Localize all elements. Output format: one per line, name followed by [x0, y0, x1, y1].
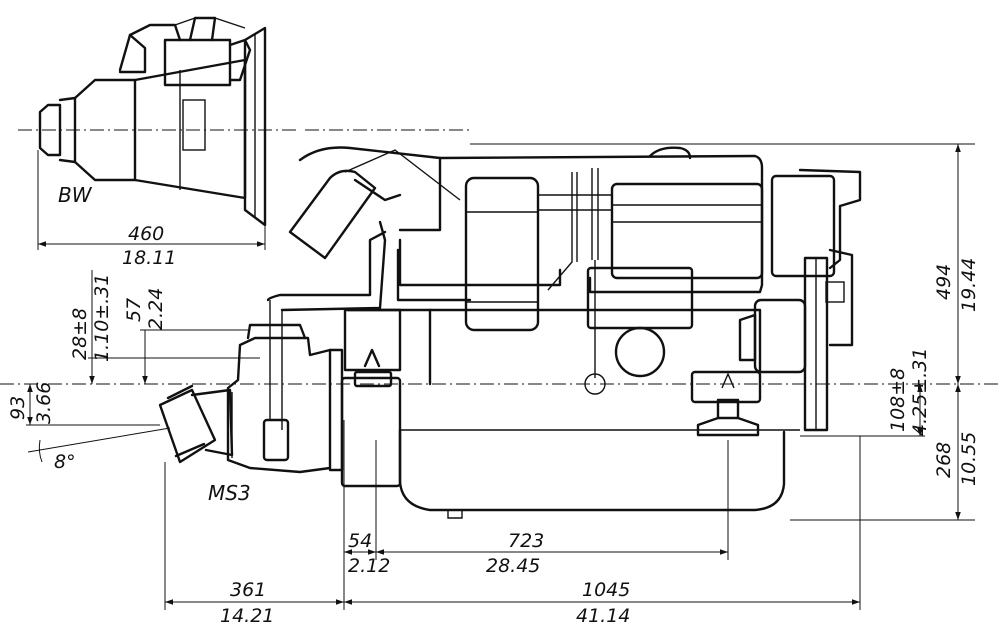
- dim-494-in: 19.44: [958, 258, 980, 312]
- dim-54-in: 2.12: [348, 555, 390, 577]
- dim-28-in: 1.10±.31: [91, 274, 113, 362]
- dim-361-mm: 361: [230, 579, 266, 601]
- right-dimensions: 494 19.44 268 10.55 108±8 4.25±.31: [470, 143, 980, 521]
- dim-1045-in: 41.14: [576, 605, 630, 627]
- bottom-dimensions: 54 2.12 723 28.45 361 14.21 1045 41.14: [164, 420, 861, 627]
- dim-93-mm: 93: [7, 396, 29, 420]
- ms3-sterndrive-view: MS3: [158, 323, 344, 505]
- dim-108-in: 4.25±.31: [909, 348, 931, 436]
- gearbox-label: BW: [58, 183, 93, 207]
- dim-57-mm: 57: [123, 298, 145, 322]
- dim-268-in: 10.55: [958, 432, 980, 486]
- dim-268-mm: 268: [933, 442, 955, 478]
- dim-494-mm: 494: [933, 264, 955, 300]
- angle-label: 8°: [54, 451, 76, 473]
- dim-361-in: 14.21: [220, 605, 274, 627]
- dim-723-mm: 723: [508, 530, 544, 552]
- bw-gearbox-view: BW 460 18.11: [18, 16, 300, 269]
- dim-1045-mm: 1045: [582, 579, 630, 601]
- dim-108-mm: 108±8: [887, 368, 909, 432]
- sterndrive-label: MS3: [208, 481, 251, 505]
- dim-54-mm: 54: [348, 530, 372, 552]
- dim-57-in: 2.24: [145, 288, 167, 330]
- left-dimensions: 28±8 1.10±.31 57 2.24 93 3.66 8°: [7, 270, 260, 473]
- dim-723-in: 28.45: [486, 555, 540, 577]
- dim-460-in: 18.11: [122, 247, 176, 269]
- engine-side-view: [262, 146, 862, 519]
- dim-460-mm: 460: [128, 223, 164, 245]
- dim-93-in: 3.66: [33, 382, 55, 424]
- dim-28-mm: 28±8: [69, 308, 91, 360]
